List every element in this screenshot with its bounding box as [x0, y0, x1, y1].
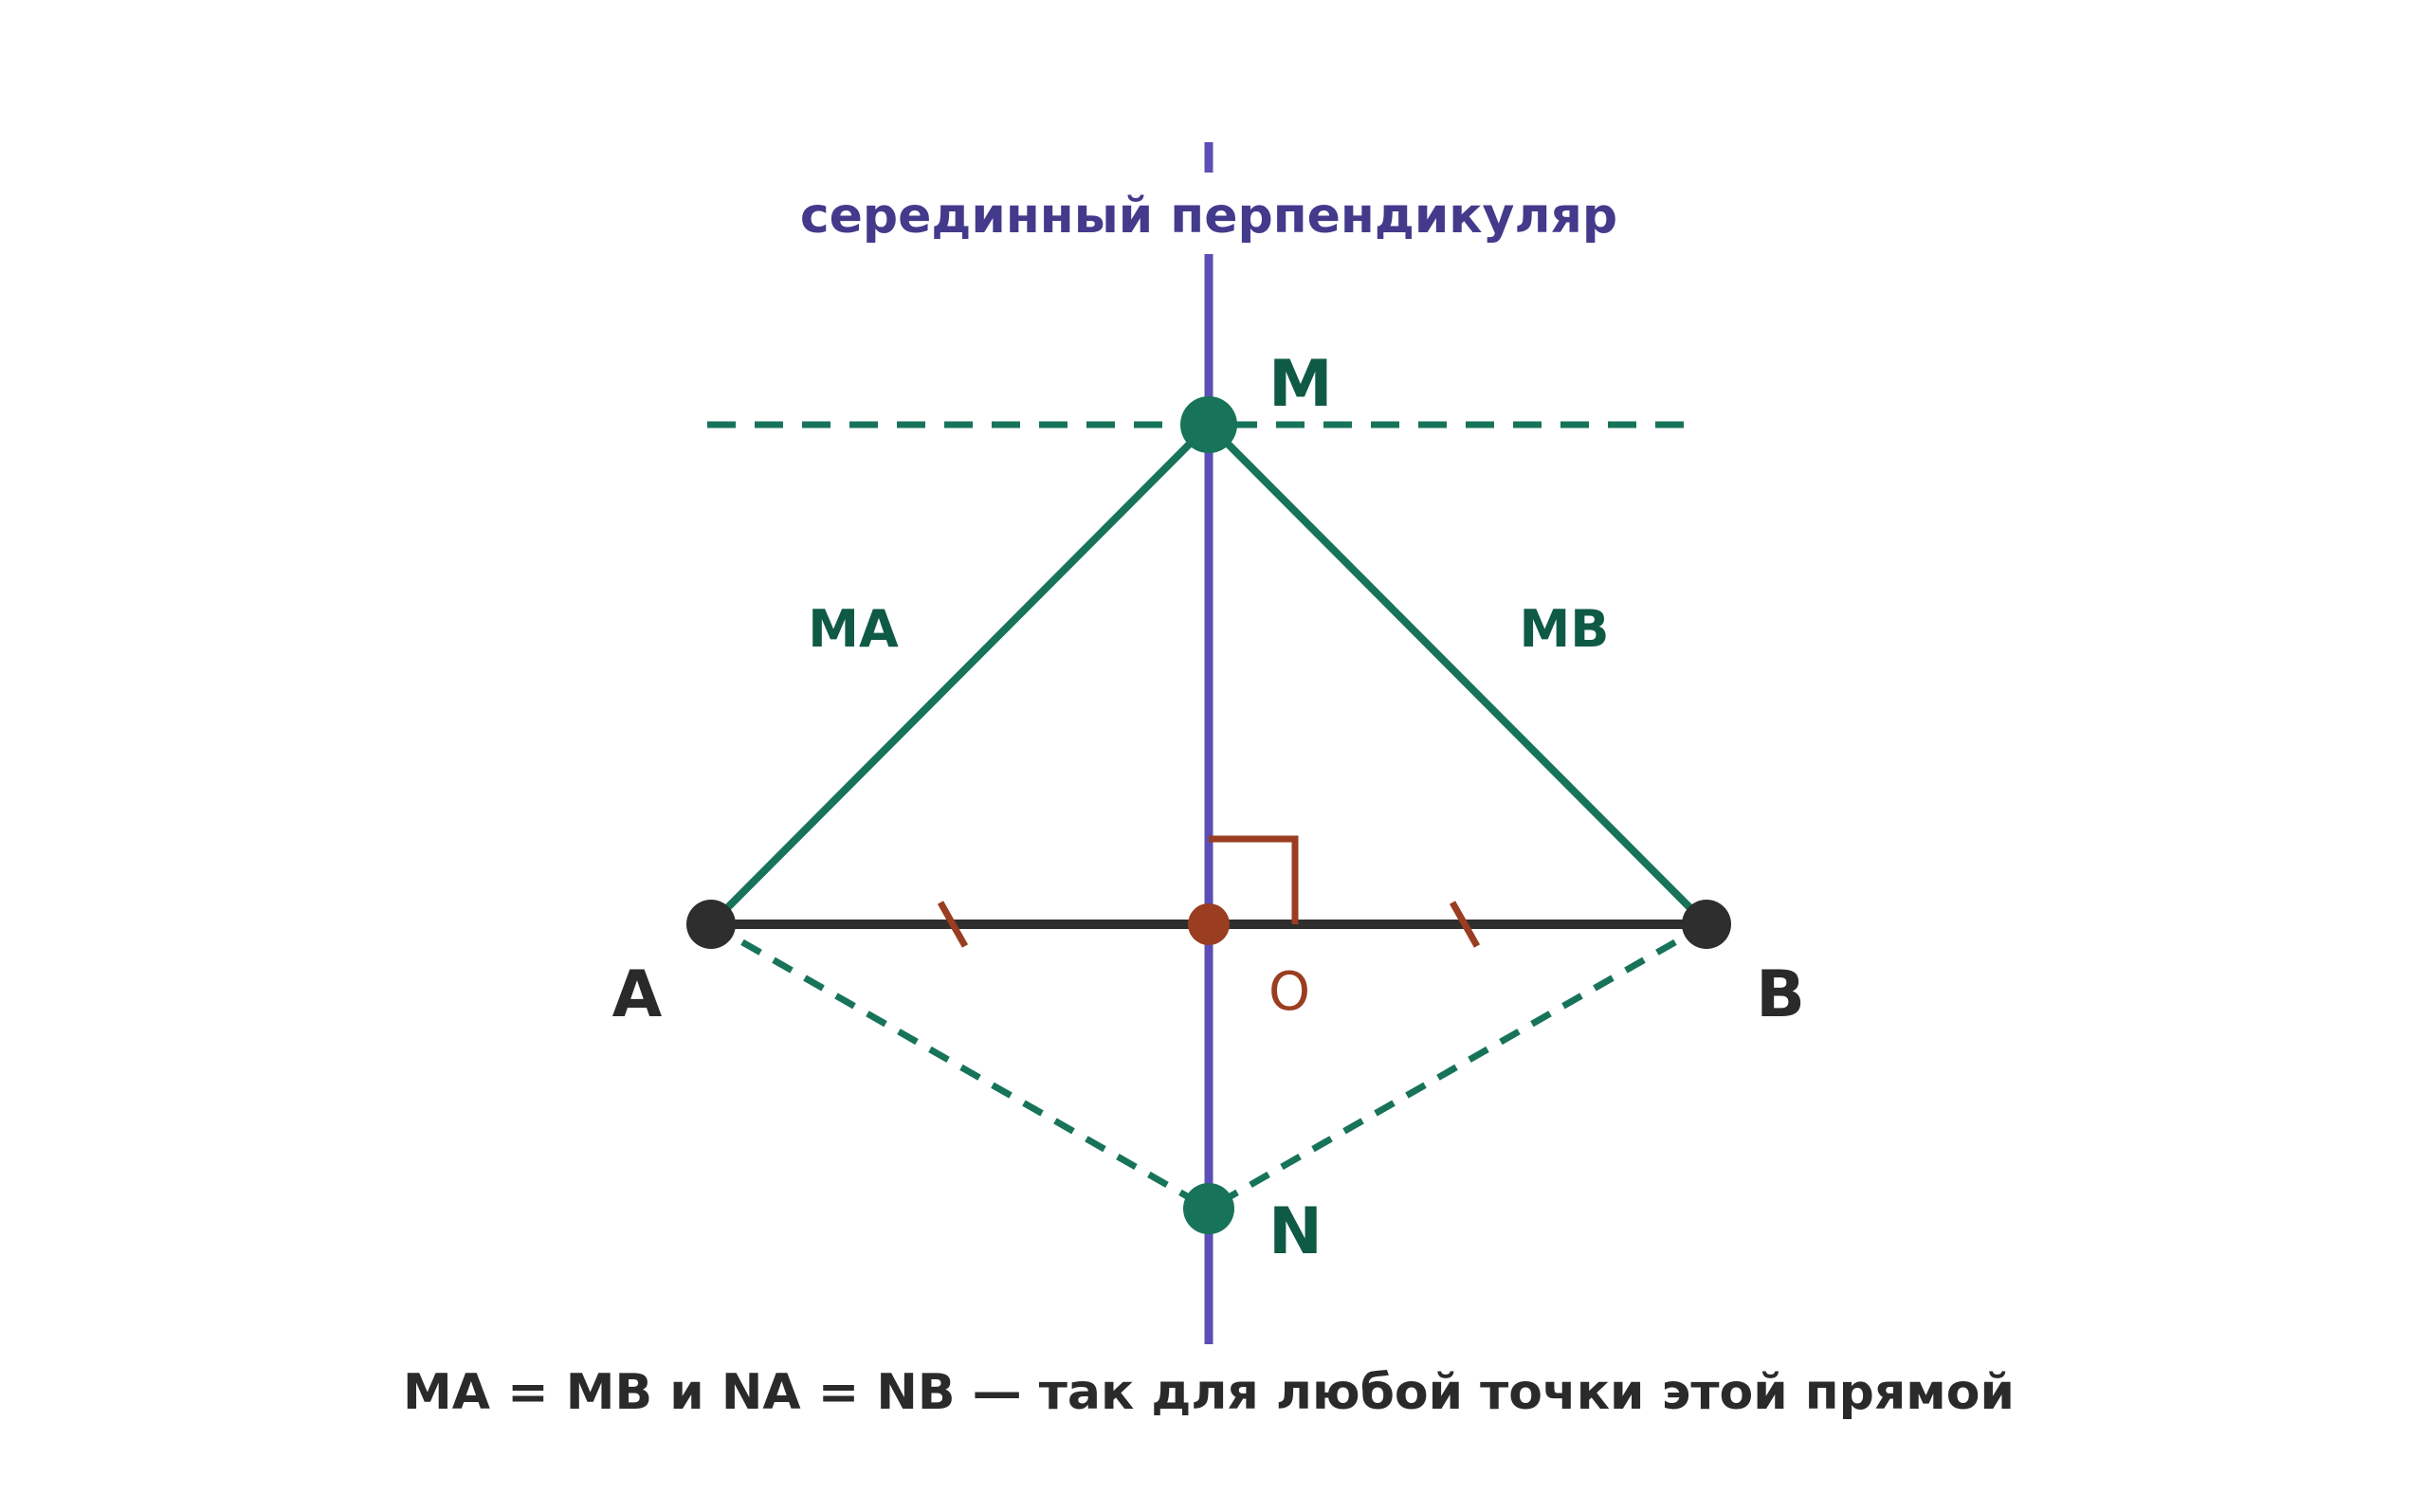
point-a-label: A	[612, 957, 663, 1032]
right-angle-marker	[1209, 835, 1299, 924]
point-m-label: M	[1268, 347, 1333, 422]
point-m-dot	[1180, 396, 1237, 453]
segment-ma-label: MA	[808, 599, 899, 659]
tick-mark-ob	[1449, 901, 1481, 948]
segment-na-dashed	[709, 920, 1211, 1212]
point-b-dot	[1682, 900, 1731, 949]
caption: MA = MB и NA = NB — так для любой точки …	[403, 1364, 2015, 1421]
tick-mark-ao	[937, 901, 969, 948]
point-b-label: B	[1756, 957, 1805, 1032]
point-o-label: O	[1268, 961, 1310, 1023]
segment-ma	[708, 422, 1212, 927]
point-n-label: N	[1268, 1194, 1323, 1269]
bisector-label: серединный перпендикуляр	[800, 188, 1617, 245]
segment-mb	[1206, 422, 1709, 927]
point-a-dot	[686, 900, 736, 949]
point-n-dot	[1183, 1183, 1234, 1234]
segment-mb-label: MB	[1520, 599, 1610, 659]
segment-nb-dashed	[1207, 920, 1708, 1212]
point-o-dot	[1188, 903, 1230, 945]
